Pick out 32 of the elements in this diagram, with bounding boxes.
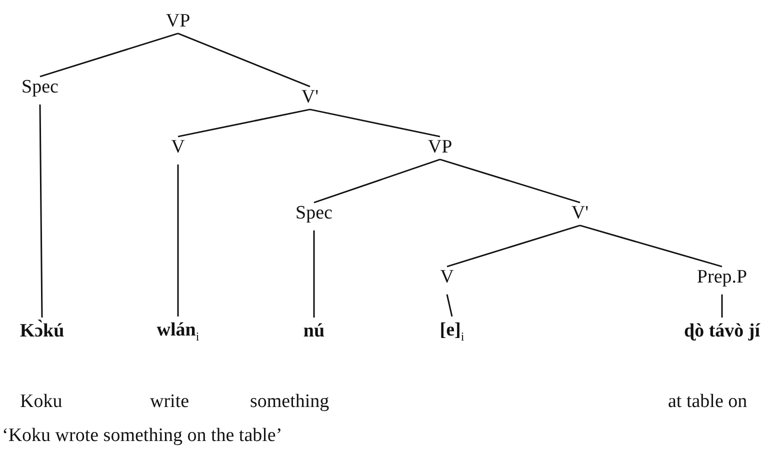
tree-branch [314, 158, 440, 204]
category-label: VP [426, 138, 454, 158]
gloss-word: something [250, 392, 330, 413]
category-label: V' [570, 204, 590, 224]
word: nú [302, 322, 326, 342]
tree-branch [178, 32, 310, 88]
tree-branch [310, 108, 440, 138]
gloss-word: write [150, 392, 190, 413]
category-label: V [170, 138, 186, 158]
translation-text: ‘Koku wrote something on the table’ [2, 426, 282, 447]
category-label: V' [300, 88, 320, 108]
tree-branch [446, 294, 453, 317]
word: wlán$_{i}$ [156, 320, 200, 344]
tree-branch [313, 230, 315, 318]
category-label: Spec [294, 204, 334, 224]
category-label: VP [164, 12, 192, 32]
gloss-word: Koku [20, 392, 62, 413]
tree-branch [446, 224, 580, 268]
tree-branch [440, 158, 580, 204]
tree-branch [177, 164, 179, 316]
word: [e]$_{i}$ [438, 320, 466, 344]
tree-branch [580, 224, 722, 268]
word: ɖò távò jí [683, 322, 761, 342]
tree-branch [40, 32, 178, 78]
category-label: V [439, 268, 455, 288]
category-label: Prep.P [696, 268, 748, 288]
tree-branch [178, 108, 310, 138]
tree-branch [39, 104, 43, 318]
word: Kɔ̀kú [18, 322, 66, 342]
gloss-word: at table on [668, 392, 748, 413]
tree-branch [721, 294, 723, 318]
category-label: Spec [20, 78, 60, 98]
